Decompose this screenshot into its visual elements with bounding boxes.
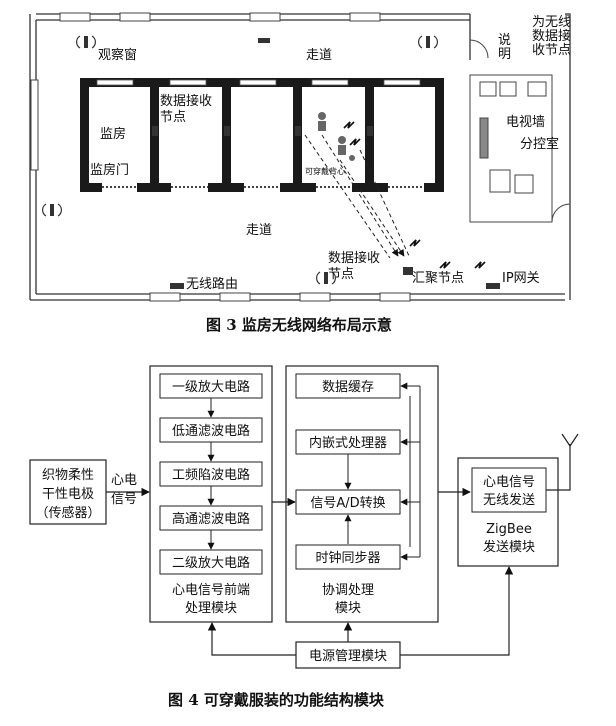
label-data-node-2: 数据接收节点 [328, 250, 380, 282]
label-corridor-top: 走道 [306, 48, 332, 63]
label-wearable: 可穿戴背心 [305, 166, 345, 176]
label-data-node-1: 数据接收节点 [160, 93, 212, 125]
node-icon [295, 126, 301, 136]
wireless-node-icons [42, 35, 500, 289]
zigbee-inner-label: 心电信号无线发送 [483, 475, 535, 508]
frontend-item: 一级放大电路 [172, 379, 250, 395]
label-node-note: 为无线数据接收节点 [532, 15, 571, 58]
antenna-icon [42, 203, 62, 217]
fig3-caption: 图 3 监房无线网络布局示意 [206, 316, 392, 334]
coordination-item: 数据缓存 [322, 380, 374, 395]
coordination-title: 协调处理模块 [322, 583, 374, 616]
transmission-links [304, 134, 411, 259]
node-icon [224, 126, 230, 136]
antenna-icon [76, 35, 96, 49]
frontend-items: 一级放大电路 低通滤波电路 工频陷波电路 高通滤波电路 二级放大电路 心电信号前… [159, 373, 263, 616]
node-icon [152, 126, 158, 136]
ecg-signal-label: 心电信号 [111, 473, 137, 507]
antenna-icon [418, 35, 438, 49]
label-cell-door: 监房门 [90, 162, 129, 178]
frontend-item: 工频陷波电路 [172, 467, 250, 483]
signal-icons [343, 121, 486, 269]
label-note: 说明 [498, 33, 511, 62]
node-icon [258, 38, 270, 43]
label-tv-wall: 电视墙 [506, 115, 545, 130]
node-icon [367, 126, 373, 136]
coordination-item: 内嵌式处理器 [309, 435, 387, 451]
label-aggregation-node: 汇聚节点 [412, 271, 464, 286]
fig3-labels: 观察窗 走道 说明 为无线数据接收节点 数据接收节点 监房 监房门 电视墙 分控… [90, 15, 571, 292]
antenna-icon [546, 433, 579, 491]
node-icon [403, 267, 413, 275]
frontend-item: 低通滤波电路 [172, 423, 250, 439]
coordination-items: 数据缓存 内嵌式处理器 信号A/D转换 时钟同步器 协调处理模块 [295, 373, 421, 616]
coordination-item: 信号A/D转换 [310, 496, 385, 511]
coordination-module [285, 365, 439, 623]
frontend-module [149, 365, 273, 623]
sensor-label: 织物柔性干性电极（传感器） [35, 468, 100, 521]
label-wireless-router: 无线路由 [186, 276, 238, 292]
wearable-person-icon [318, 112, 355, 161]
fig3-floor-plan: 观察窗 走道 说明 为无线数据接收节点 数据接收节点 监房 监房门 电视墙 分控… [29, 12, 571, 334]
frontend-title: 心电信号前端处理模块 [172, 582, 250, 616]
zigbee-module [457, 457, 559, 567]
label-control-room: 分控室 [520, 136, 559, 152]
power-label: 电源管理模块 [309, 649, 387, 664]
fig4-block-diagram: 织物柔性干性电极（传感器） 心电信号 一级放大电路 低通滤波电路 工频陷波电路 … [29, 365, 579, 709]
label-observation-window: 观察窗 [98, 47, 137, 63]
gateway-icon [486, 283, 500, 289]
coordination-item: 时钟同步器 [315, 550, 380, 566]
cell-block [80, 78, 444, 192]
label-cell: 监房 [100, 126, 126, 142]
router-icon [170, 283, 184, 289]
fig4-caption: 图 4 可穿戴服装的功能结构模块 [168, 691, 385, 709]
power-lines [207, 566, 514, 656]
label-ip-gateway: IP网关 [502, 271, 540, 286]
antenna-icon [316, 271, 336, 285]
label-corridor-middle: 走道 [246, 223, 272, 238]
frontend-item: 二级放大电路 [172, 555, 250, 571]
observation-windows [30, 12, 411, 302]
frontend-item: 高通滤波电路 [172, 511, 250, 527]
control-room [469, 39, 571, 223]
